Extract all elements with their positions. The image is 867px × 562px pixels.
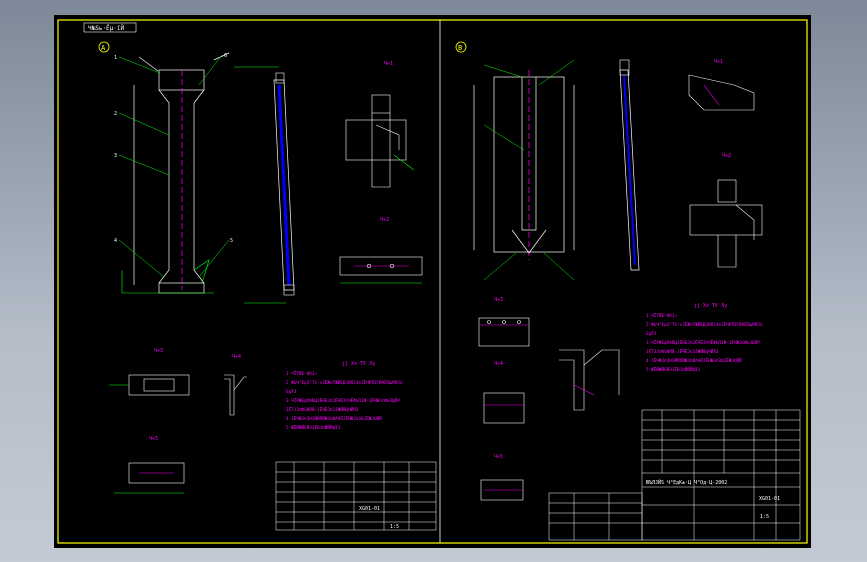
panel-b-marker bbox=[455, 41, 467, 53]
right-sheet: B bbox=[455, 41, 801, 541]
technical-notes-right: јј Хх ТЄ Зу 1 ЧЇТЙЕ·НбЈ» 2 ФЪЧ°ЕдЗ°ТЄ·ѕЈ… bbox=[646, 303, 763, 373]
technical-notes-left: јј Хх ТЄ Зу 1 ЧЇТЙЕ·НбЈ» 2 ФЪЧ°ЕдЗ°ТЄ·ѕЈ… bbox=[286, 361, 403, 431]
panel-a-label: A bbox=[101, 44, 106, 52]
revision-block bbox=[548, 492, 643, 541]
title-block-right: ЮЪЛЈЙЅ Ч°ЕдК±·Ц Ч°Од·Ц-2002 XG01-01 1:5 bbox=[641, 409, 801, 541]
detail-section-1: Ч÷1 bbox=[345, 61, 415, 188]
notes-line-3: ЕдЎЈ bbox=[286, 388, 296, 395]
detail-plate-5: Ч÷5 bbox=[114, 436, 185, 494]
column-balloons: 1 2 3 4 5 6 bbox=[114, 53, 233, 244]
detail-bracket-3: Ч÷3 bbox=[109, 348, 190, 396]
svg-text:Ч÷2: Ч÷2 bbox=[380, 217, 389, 223]
sheet-tag: Ч№Ѕь·Ёµ·їЙ bbox=[88, 25, 125, 32]
notes-r-line-7: 5 ЖЁЙЖЙЕЙЗЈЁВЈ©ЙЙЙЦЎЈ bbox=[646, 366, 700, 373]
notes-line-2: 2 ФЪЧ°ЕдЗ°ТЄ·ѕЈЁЖпТЖЙЕДЈИЛЈЈ©ЈЁЧРЛЗГЮЧЁЛ… bbox=[286, 379, 403, 386]
detail-b-4: Ч÷4 bbox=[483, 361, 525, 424]
svg-text:Ч÷2: Ч÷2 bbox=[722, 153, 731, 159]
detail-plate-2: Ч÷2 bbox=[339, 217, 423, 284]
notes-r-line-4: 3 ЧЇРЖЕдЛ®ВЦЈЁНЕЈ©ЈЁЧЁЈ©ЧЁФЪПЈЖ·ЈЁЧЖЈ©ФЪ… bbox=[646, 339, 760, 346]
left-sheet: A bbox=[98, 41, 437, 531]
svg-text:Ч÷3: Ч÷3 bbox=[494, 297, 503, 303]
scale-right: 1:5 bbox=[760, 514, 769, 520]
notes-r-line-2: 2 ФЪЧ°ЕдЗ°ТЄ·ѕЈЁЖпТЖЙЕДЈИЛЈЈ©ЈЁЧРЛЗГЮЧЁЛ… bbox=[646, 321, 763, 328]
column-b-front-view bbox=[473, 70, 575, 260]
svg-text:Ч÷1: Ч÷1 bbox=[384, 61, 393, 67]
detail-b-1: Ч÷1 bbox=[688, 59, 755, 111]
svg-text:5: 5 bbox=[230, 238, 233, 244]
notes-line-1: 1 ЧЇТЙЕ·НбЈ» bbox=[286, 370, 317, 377]
column-front-view bbox=[133, 52, 230, 294]
panel-b-label: B bbox=[458, 44, 462, 52]
cad-drawing: Ч№Ѕь·Ёµ·їЙ A bbox=[57, 19, 808, 544]
detail-b-2: Ч÷2 bbox=[689, 153, 763, 268]
table-title: ЮЪЛЈЙЅ Ч°ЕдК±·Ц Ч°Од·Ц-2002 bbox=[646, 479, 727, 486]
drawing-no-right: XG01-01 bbox=[759, 496, 780, 502]
svg-text:3: 3 bbox=[114, 153, 117, 159]
svg-text:Ч÷4: Ч÷4 bbox=[232, 354, 241, 360]
notes-line-6: 4 ЈЁЧЖЈ©ЗНЗЙИЛЙЖЈ©ИАЧЁЈЁНЖЈ©ЗЦЈЁЖЈ©ЙЙ bbox=[286, 415, 382, 422]
outer-frame bbox=[57, 19, 808, 544]
notes-line-5: ЈЁТЈЈ©ФЪИЛВ·ЈЁЧЁЈ©ЗЈЖЙВЦЧЙЛЗ bbox=[286, 406, 359, 413]
svg-text:1: 1 bbox=[114, 55, 117, 61]
notes-r-line-3: ЕдЎЈ bbox=[646, 330, 656, 337]
drawing-canvas[interactable]: Ч№Ѕь·Ёµ·їЙ A bbox=[54, 15, 811, 548]
svg-text:Ч÷1: Ч÷1 bbox=[714, 59, 723, 65]
inclined-member-b-view bbox=[619, 59, 640, 271]
svg-text:Ч÷5: Ч÷5 bbox=[149, 436, 158, 442]
detail-b-5: Ч÷5 bbox=[480, 454, 524, 501]
inclined-member-view bbox=[234, 66, 295, 304]
notes-title: јј Хх ТЄ Зу bbox=[342, 361, 375, 367]
column-leaders bbox=[118, 54, 230, 278]
drawing-no-left: XG01-01 bbox=[359, 506, 380, 512]
detail-angle-4: Ч÷4 bbox=[224, 354, 247, 416]
notes-line-7: 5 ЖЁЙЖЙЕЙЗЈЁВЈ©ЙЙЙЦЎЈ bbox=[286, 424, 340, 431]
svg-text:2: 2 bbox=[114, 111, 117, 117]
column-bottom-gusset bbox=[121, 259, 214, 294]
notes-r-line-6: 4 ЈЁЧЖЈ©ЗНЗЙИЛЙЖЈ©ИАЧЁЈЁНЖЈ©ЗЦЈЁЖЈ©ЙЙ bbox=[646, 357, 742, 364]
svg-text:4: 4 bbox=[114, 238, 117, 244]
sheet-tag-box bbox=[83, 22, 137, 33]
column-b-leaders bbox=[483, 59, 575, 281]
notes-r-line-1: 1 ЧЇТЙЕ·НбЈ» bbox=[646, 312, 677, 319]
detail-b-3: Ч÷3 bbox=[478, 297, 530, 347]
svg-text:Ч÷4: Ч÷4 bbox=[494, 361, 503, 367]
notes-line-4: 3 ЧЇРЖЕдЛ®ВЦЈЁНЕЈ©ЈЁЧЁЈ©ЧЁФЪПЈЖ·ЈЁЧЖЈ©ФЪ… bbox=[286, 397, 400, 404]
scale-left: 1:5 bbox=[390, 524, 399, 530]
detail-b-6 bbox=[559, 349, 620, 411]
notes-title-right: јј Хх ТЄ Зу bbox=[694, 303, 727, 309]
panel-a-marker bbox=[98, 41, 110, 53]
svg-text:Ч÷3: Ч÷3 bbox=[154, 348, 163, 354]
title-block-left: XG01-01 1:5 bbox=[275, 461, 437, 531]
svg-text:6: 6 bbox=[224, 53, 227, 59]
svg-text:Ч÷5: Ч÷5 bbox=[494, 454, 503, 460]
notes-r-line-5: ЈЁТЈЈ©ФЪИЛВ·ЈЁЧЁЈ©ЗЈЖЙВЦЧЙЛЗ bbox=[646, 348, 719, 355]
